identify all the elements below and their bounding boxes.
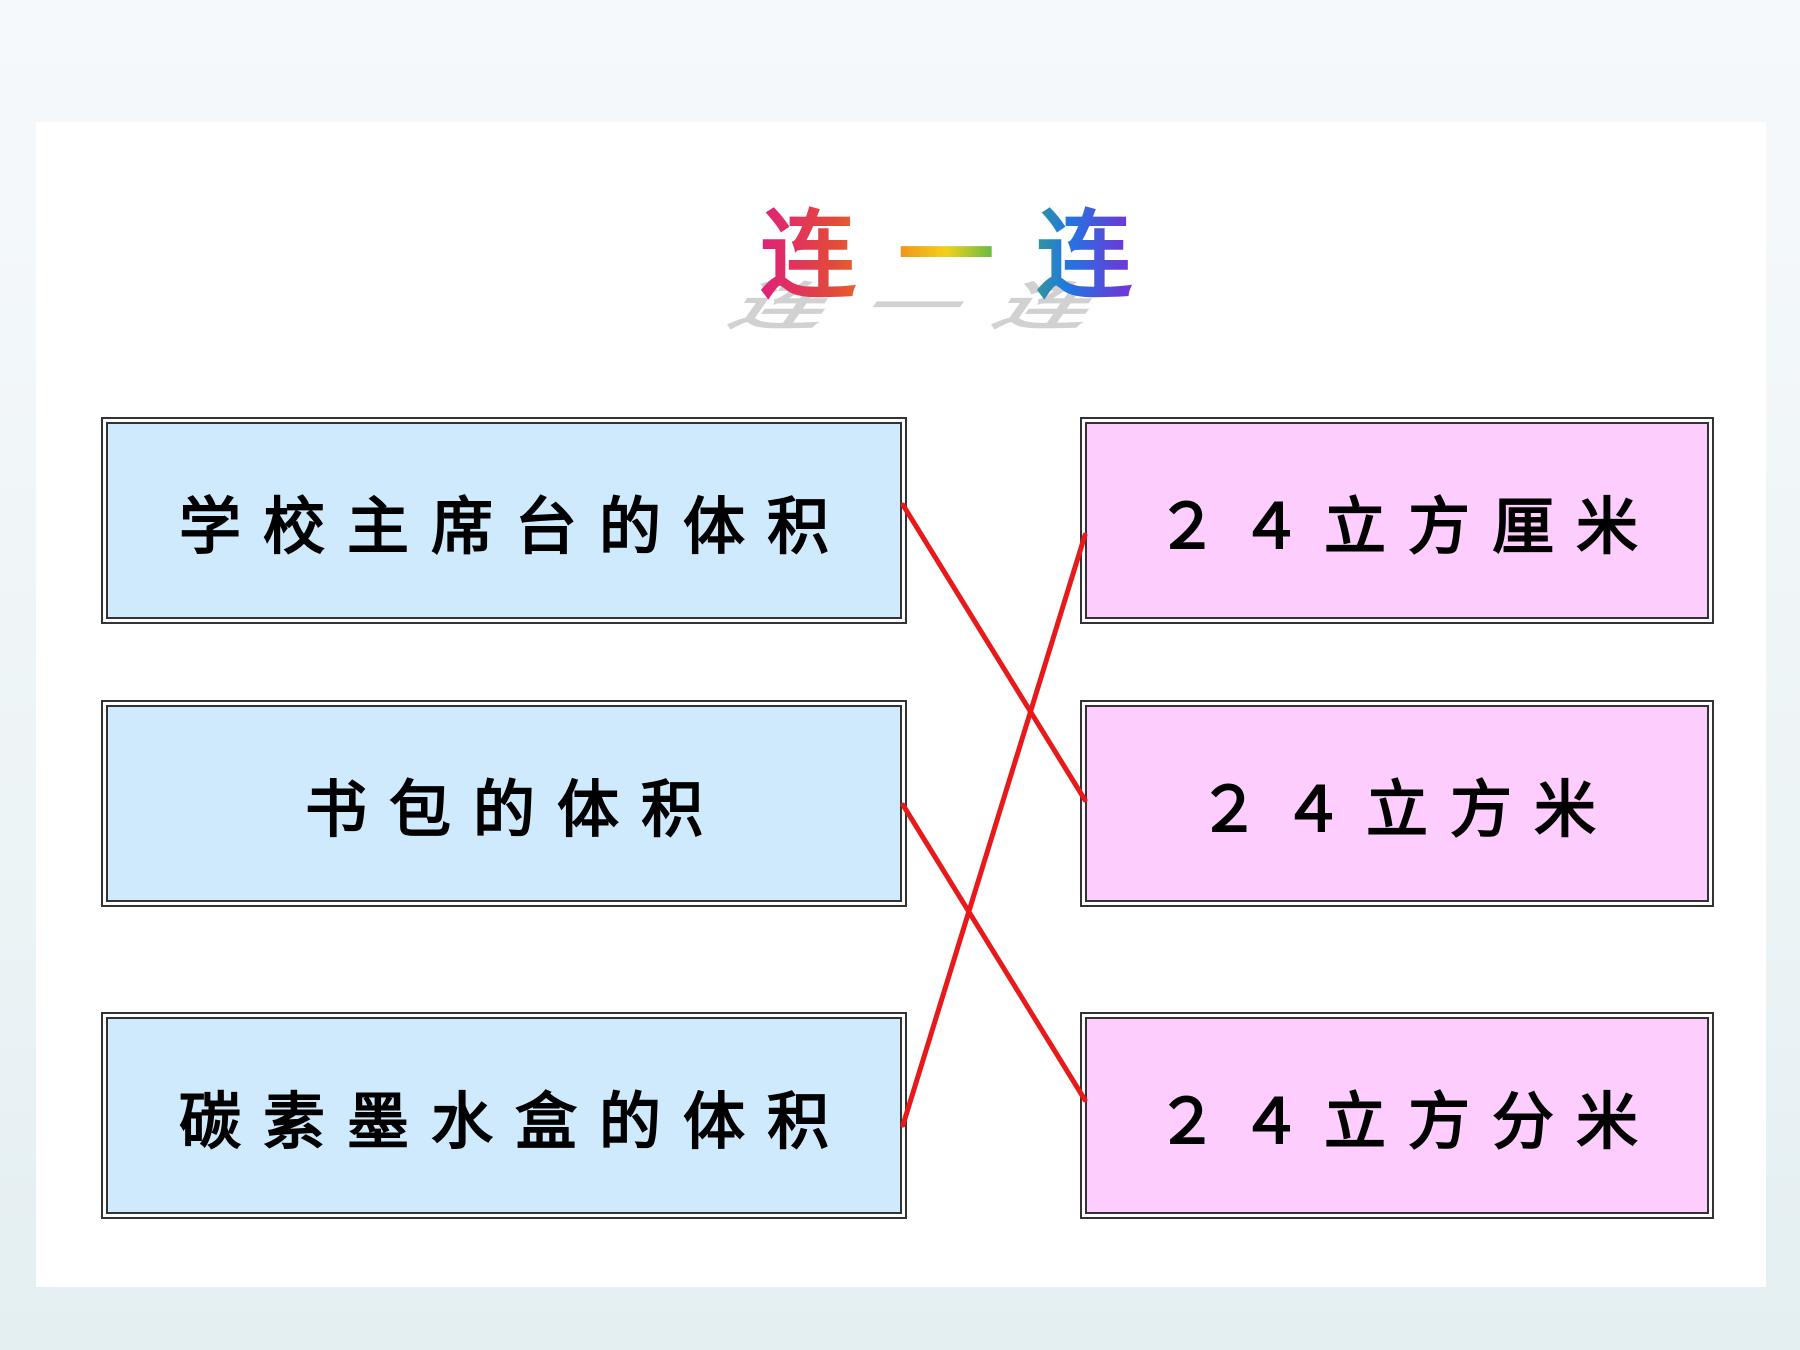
left-item-label: 学校主席台的体积 (178, 489, 851, 563)
right-item-label: ２４立方厘米 (1155, 489, 1660, 563)
left-item-label: 碳素墨水盒的体积 (178, 1084, 851, 1158)
left-item-3[interactable]: 碳素墨水盒的体积 (101, 1012, 907, 1219)
right-item-2[interactable]: ２４立方米 (1080, 700, 1714, 907)
right-item-label: ２４立方米 (1197, 772, 1618, 846)
page-title: 连一连 (760, 178, 1174, 317)
right-item-1[interactable]: ２４立方厘米 (1080, 417, 1714, 624)
right-item-3[interactable]: ２４立方分米 (1080, 1012, 1714, 1219)
left-item-2[interactable]: 书包的体积 (101, 700, 907, 907)
title-wordart: 连一连 连一连 (700, 170, 1156, 336)
left-item-1[interactable]: 学校主席台的体积 (101, 417, 907, 624)
left-item-label: 书包的体积 (304, 772, 725, 846)
right-item-label: ２４立方分米 (1155, 1084, 1660, 1158)
